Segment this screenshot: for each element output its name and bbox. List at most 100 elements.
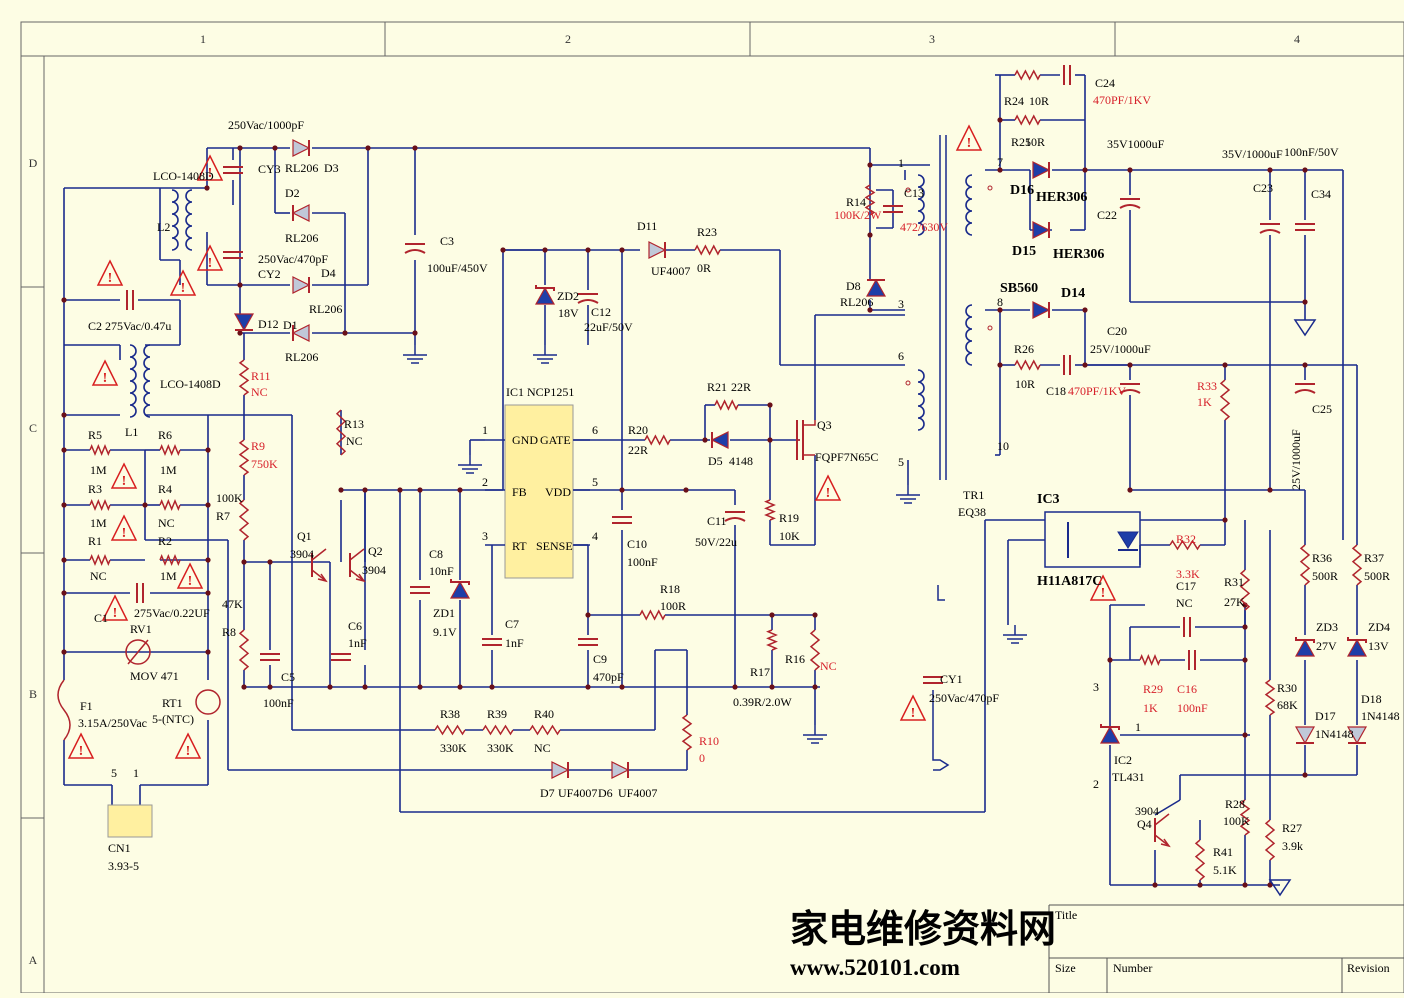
label-r6-v: 1M (160, 463, 177, 477)
label-q1-v: 3904 (290, 547, 314, 561)
warning-icon (1089, 574, 1117, 601)
label-ic3-v: H11A817C (1037, 574, 1102, 589)
label-pin3: 3 (482, 529, 488, 543)
warning-icon: ! (108, 271, 113, 286)
junction-dot (769, 612, 775, 618)
junction-dot (417, 487, 423, 493)
warning-icon: ! (113, 606, 118, 621)
label-ic2-v: TL431 (1112, 770, 1145, 784)
warning-icon (955, 124, 983, 151)
label-r33-v: 1K (1197, 395, 1212, 409)
junction-dot (205, 590, 211, 596)
junction-dot (61, 649, 67, 655)
label-zd3: ZD3 (1316, 620, 1338, 634)
label-pin1: 1 (482, 423, 488, 437)
junction-dot (619, 684, 625, 690)
resistor-r21 (714, 399, 739, 411)
label-c25: C25 (1312, 402, 1332, 416)
label-l1: L1 (125, 425, 138, 439)
label-q4-v: 3904 (1135, 804, 1159, 818)
label-c1-v: 275Vac/0.22UF (134, 606, 210, 620)
label-c-100n: 100nF/50V (1284, 145, 1339, 159)
label-r31-v: 27K (1224, 595, 1245, 609)
label-d11-v: UF4007 (651, 264, 690, 278)
junction-dot (767, 437, 773, 443)
junction-dot (457, 487, 463, 493)
label-pin5: 5 (592, 475, 598, 489)
transistor-q2 (349, 548, 365, 561)
label-c25-v: 25V/1000uF (1289, 429, 1303, 490)
junction-dot (1242, 624, 1248, 630)
label-r28: R28 (1225, 797, 1245, 811)
label-r40: R40 (534, 707, 554, 721)
warning-icon (91, 359, 119, 386)
junction-dot (61, 447, 67, 453)
revision-label: Revision (1347, 961, 1390, 975)
junction-dot (397, 487, 403, 493)
label-d1-rl: RL206 (285, 350, 318, 364)
label-tr-1: 1 (898, 156, 904, 170)
label-r16-v: NC (820, 659, 837, 673)
label-c23: C23 (1253, 181, 1273, 195)
junction-dot (619, 247, 625, 253)
warning-icon (110, 462, 138, 489)
junction-dot (702, 437, 708, 443)
warning-icon: ! (103, 371, 108, 386)
capacitor-c20 (1119, 389, 1141, 394)
label-c10: C10 (627, 537, 647, 551)
warning-icon (174, 732, 202, 759)
label-tr-7: 7 (997, 155, 1003, 169)
tl431-ic2 (1099, 725, 1121, 744)
label-zd4: ZD4 (1368, 620, 1390, 634)
label-r39: R39 (487, 707, 507, 721)
label-r21: R21 (707, 380, 727, 394)
junction-dot (1242, 882, 1248, 888)
label-c16: C16 (1177, 682, 1197, 696)
polarity-dot (905, 380, 911, 386)
label-r19: R19 (779, 511, 799, 525)
number-label: Number (1113, 961, 1152, 975)
label-zd2-v: 18V (558, 306, 579, 320)
junction-dot (1302, 167, 1308, 173)
junction-dot (61, 502, 67, 508)
label-d5: D5 (708, 454, 723, 468)
common-mode-choke-l2 (185, 189, 193, 251)
label-r32: R32 (1176, 532, 1196, 546)
resistor-r10 (681, 714, 693, 751)
label-ic1-fb: FB (512, 485, 527, 499)
label-r36: R36 (1312, 551, 1332, 565)
ntc-rt1 (195, 689, 221, 715)
label-r10: R10 (699, 734, 719, 748)
label-r27-v: 3.9k (1282, 839, 1303, 853)
junction-dot (997, 307, 1003, 313)
label-r6: R6 (158, 428, 172, 442)
ground-symbol (1293, 319, 1317, 337)
junction-dot (585, 247, 591, 253)
resistor-r23 (694, 244, 721, 256)
label-r7: R7 (216, 509, 230, 523)
diode-d2 (291, 204, 310, 222)
frame-column-labels: 1 2 3 4 (200, 32, 1300, 46)
junction-dot (362, 684, 368, 690)
row-label: D (29, 156, 38, 170)
label-zd4-v: 13V (1368, 639, 1389, 653)
junction-dot (205, 557, 211, 563)
junction-dot (867, 162, 873, 168)
label-r20-v: 22R (628, 443, 648, 457)
label-r7-v: 100K (216, 491, 243, 505)
label-pin2: 2 (482, 475, 488, 489)
warning-icon: ! (79, 744, 84, 759)
label-sb560: SB560 (1000, 281, 1038, 296)
diode-d7 (551, 761, 570, 779)
junction-dot (1242, 657, 1248, 663)
label-r40-v: NC (534, 741, 551, 755)
ic1-body (504, 404, 574, 579)
resistor-r37 (1351, 544, 1363, 586)
resistor-r40 (529, 724, 561, 736)
diode-d4 (292, 276, 311, 294)
label-r5-v: 1M (90, 463, 107, 477)
label-r24: R24 (1004, 94, 1024, 108)
resistor-r24 (1014, 69, 1041, 81)
